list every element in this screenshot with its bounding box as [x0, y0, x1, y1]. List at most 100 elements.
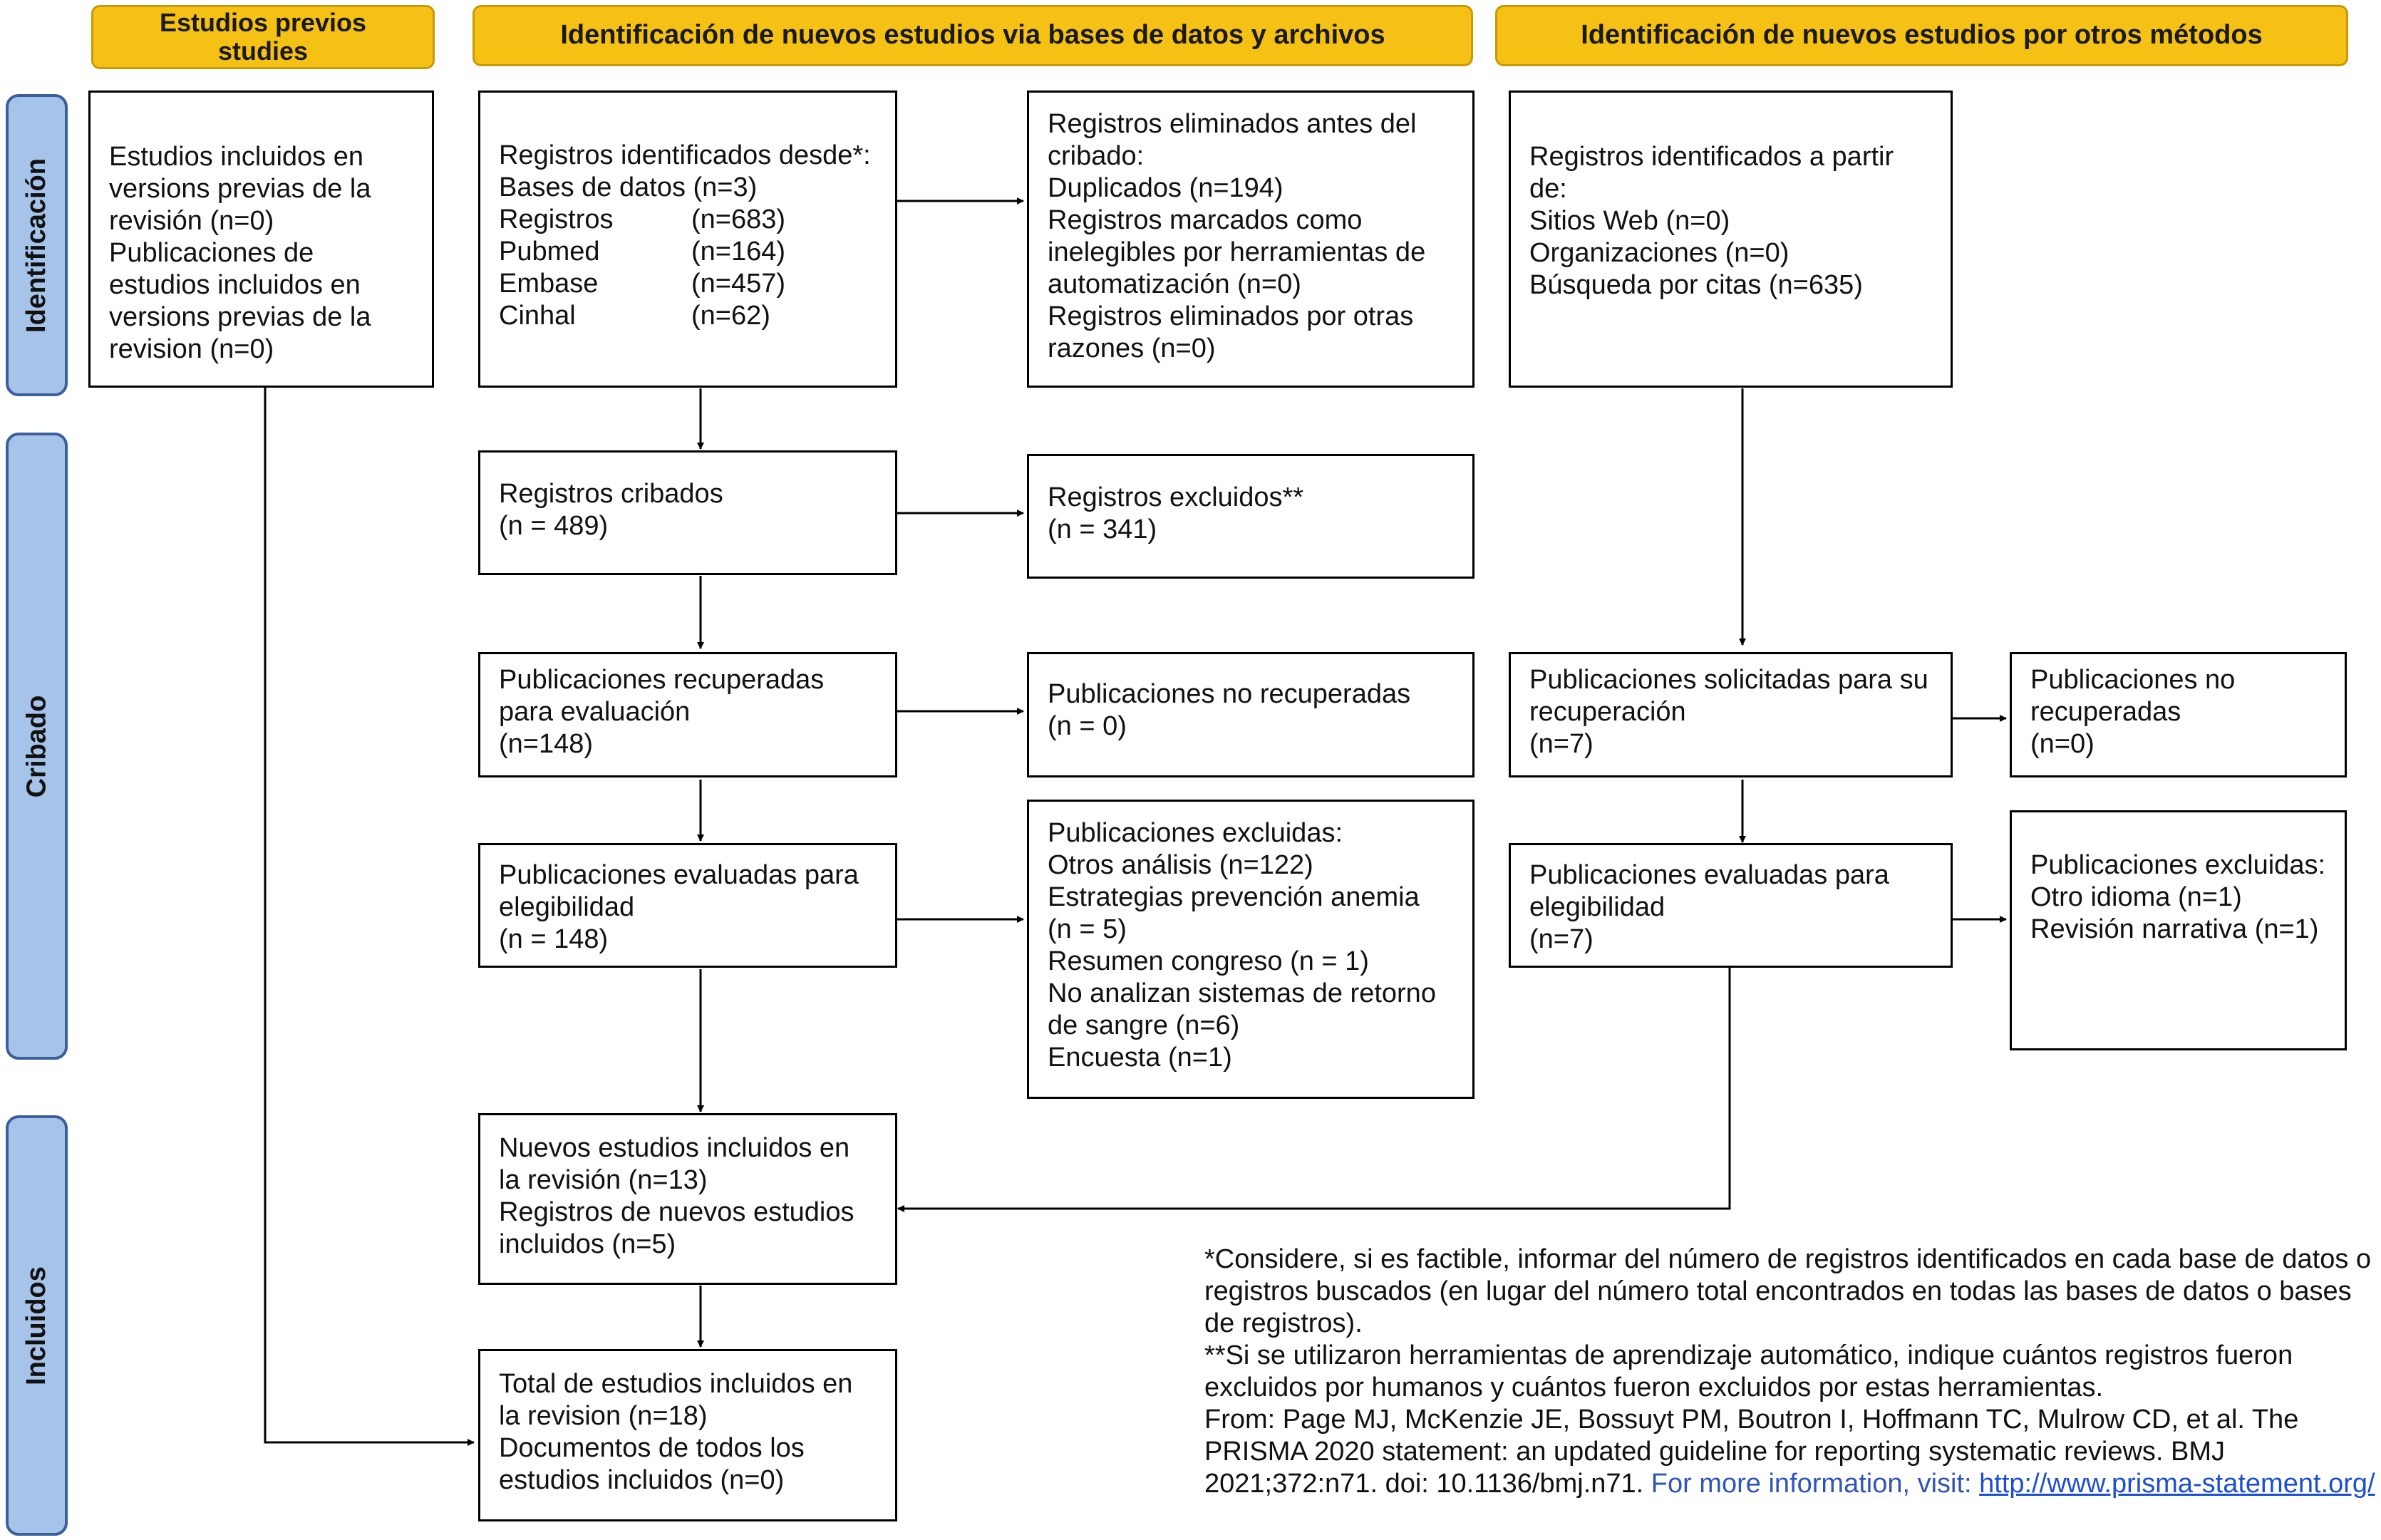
text-line: (n = 0) [1048, 711, 1127, 741]
arrow-assessed-other-to-new-included [897, 968, 1731, 1212]
footnote-line: *Considere, si es factible, informar del… [1204, 1244, 2372, 1274]
text-line: inelegibles por herramientas de [1048, 237, 1426, 267]
text-line: Organizaciones (n=0) [1529, 238, 1789, 268]
citation-doi: 2021;372:n71. doi: 10.1136/bmj.n71. [1204, 1469, 1651, 1499]
text-line: la revisión (n=13) [499, 1165, 708, 1195]
db-name: Embase [499, 269, 599, 299]
text-line: Publicaciones excluidas: [1048, 818, 1343, 848]
footnote-line: de registros). [1204, 1308, 1363, 1338]
db-name: Registros [499, 205, 614, 234]
db-count: (n=683) [691, 205, 786, 234]
text-line: Encuesta (n=1) [1048, 1043, 1232, 1073]
text-line: versions previas de la [109, 174, 371, 204]
box-retrieved: Publicaciones recuperadas para evaluació… [478, 652, 897, 777]
box-total-included: Total de estudios incluidos en la revisi… [478, 1349, 897, 1521]
text-line: revision (n=0) [109, 334, 274, 364]
arrow-previous-to-total [264, 385, 475, 1446]
db-row-pubmed: Pubmed(n=164) [499, 236, 877, 268]
box-assessed-other: Publicaciones evaluadas para elegibilida… [1509, 843, 1953, 968]
text-line: elegibilidad [499, 892, 635, 922]
text-line: No analizan sistemas de retorno [1048, 978, 1436, 1008]
db-count: (n=457) [691, 269, 786, 299]
text-line: para evaluación [499, 697, 691, 727]
text-line: (n=148) [499, 729, 594, 759]
text-line: revisión (n=0) [109, 206, 274, 236]
text-line: Otros análisis (n=122) [1048, 850, 1313, 880]
footnote: *Considere, si es factible, informar del… [1204, 1244, 2375, 1500]
text-line: recuperadas [2030, 697, 2181, 727]
text-line: Registros de nuevos estudios [499, 1197, 854, 1227]
text-line: Otro idioma (n=1) [2030, 882, 2242, 912]
footnote-line: **Si se utilizaron herramientas de apren… [1204, 1340, 2293, 1370]
text-line: Registros cribados [499, 479, 723, 509]
text-line: Estrategias prevención anemia [1048, 882, 1420, 912]
text-line: Estudios incluidos en [109, 142, 363, 172]
text-line: Nuevos estudios incluidos en [499, 1133, 850, 1163]
text-line: elegibilidad [1529, 892, 1665, 922]
text-line: Publicaciones de [109, 238, 314, 268]
text-line: (n=7) [1529, 924, 1594, 954]
text-line: Revisión narrativa (n=1) [2030, 914, 2319, 944]
text-line: (n = 341) [1048, 515, 1157, 544]
text-line: incluidos (n=5) [499, 1229, 676, 1259]
db-name: Cinhal [499, 301, 576, 331]
header-other-methods: Identificación de nuevos estudios por ot… [1495, 5, 2348, 66]
text-line: cribado: [1048, 141, 1145, 171]
text-line: versions previas de la [109, 302, 371, 332]
text-line: Registros identificados desde*: [499, 140, 871, 170]
more-info-text: For more information, visit: [1651, 1469, 1980, 1499]
text-line: estudios incluidos (n=0) [499, 1465, 785, 1495]
text-line: Documentos de todos los [499, 1433, 805, 1463]
box-excluded-records: Registros excluidos** (n = 341) [1027, 454, 1474, 579]
db-name: Pubmed [499, 237, 600, 267]
text-line: recuperación [1529, 697, 1686, 727]
footnote-line: PRISMA 2020 statement: an updated guidel… [1204, 1437, 2226, 1467]
text-line: Sitios Web (n=0) [1529, 206, 1730, 236]
text-line: (n = 5) [1048, 914, 1127, 944]
db-row-embase: Embase (n=457) [499, 268, 877, 300]
text-line: Bases de datos (n=3) [499, 172, 758, 202]
text-line: Publicaciones evaluadas para [1529, 860, 1889, 890]
text-line: Publicaciones recuperadas [499, 665, 825, 695]
text-line: de: [1529, 174, 1567, 204]
text-line: Publicaciones no recuperadas [1048, 679, 1411, 709]
text-line: Publicaciones no [2030, 665, 2236, 695]
text-line: de sangre (n=6) [1048, 1011, 1240, 1040]
text-line: Búsqueda por citas (n=635) [1529, 270, 1863, 300]
text-line: Publicaciones excluidas: [2030, 850, 2326, 880]
header-databases: Identificación de nuevos estudios via ba… [472, 5, 1473, 66]
text-line: la revision (n=18) [499, 1401, 708, 1431]
text-line: Registros eliminados por otras [1048, 301, 1414, 331]
text-line: Registros eliminados antes del [1048, 109, 1417, 139]
footnote-last-line: 2021;372:n71. doi: 10.1136/bmj.n71. For … [1204, 1468, 2375, 1500]
header-other-label: Identificación de nuevos estudios por ot… [1581, 20, 2263, 51]
text-line: Registros excluidos** [1048, 482, 1304, 512]
text-line: razones (n=0) [1048, 334, 1216, 363]
text-line: Publicaciones solicitadas para su [1529, 665, 1928, 695]
box-not-retrieved-other: Publicaciones no recuperadas (n=0) [2010, 652, 2347, 777]
text-line: Duplicados (n=194) [1048, 173, 1284, 203]
box-assessed: Publicaciones evaluadas para elegibilida… [478, 843, 897, 968]
text-line: automatización (n=0) [1048, 269, 1301, 299]
box-previous-studies: Estudios incluidos en versions previas d… [88, 91, 434, 388]
footnote-line: registros buscados (en lugar del número … [1204, 1276, 2352, 1306]
box-identified-other: Registros identificados a partir de: Sit… [1509, 91, 1953, 388]
text-line: estudios incluidos en [109, 270, 361, 300]
box-requested-other: Publicaciones solicitadas para su recupe… [1509, 652, 1953, 777]
text-line: (n = 148) [499, 924, 609, 954]
header-databases-label: Identificación de nuevos estudios via ba… [560, 20, 1385, 51]
box-removed-before-screening: Registros eliminados antes del cribado: … [1027, 91, 1474, 388]
text-line: (n = 489) [499, 511, 609, 541]
db-row-registros: Registros (n=683) [499, 204, 877, 236]
box-identified-databases: Registros identificados desde*: Bases de… [478, 91, 897, 388]
box-new-included: Nuevos estudios incluidos en la revisión… [478, 1113, 897, 1285]
box-excluded-publications: Publicaciones excluidas: Otros análisis … [1027, 800, 1474, 1099]
footnote-line: From: Page MJ, McKenzie JE, Bossuyt PM, … [1204, 1405, 2299, 1435]
footnote-line: excluidos por humanos y cuántos fueron e… [1204, 1373, 2104, 1402]
side-label-included: Incluidos [6, 1115, 68, 1536]
text-line: (n=0) [2030, 729, 2095, 759]
prisma-link[interactable]: http://www.prisma-statement.org/ [1979, 1469, 2375, 1499]
db-count: (n=62) [691, 301, 770, 331]
box-excluded-other: Publicaciones excluidas: Otro idioma (n=… [2010, 810, 2347, 1050]
